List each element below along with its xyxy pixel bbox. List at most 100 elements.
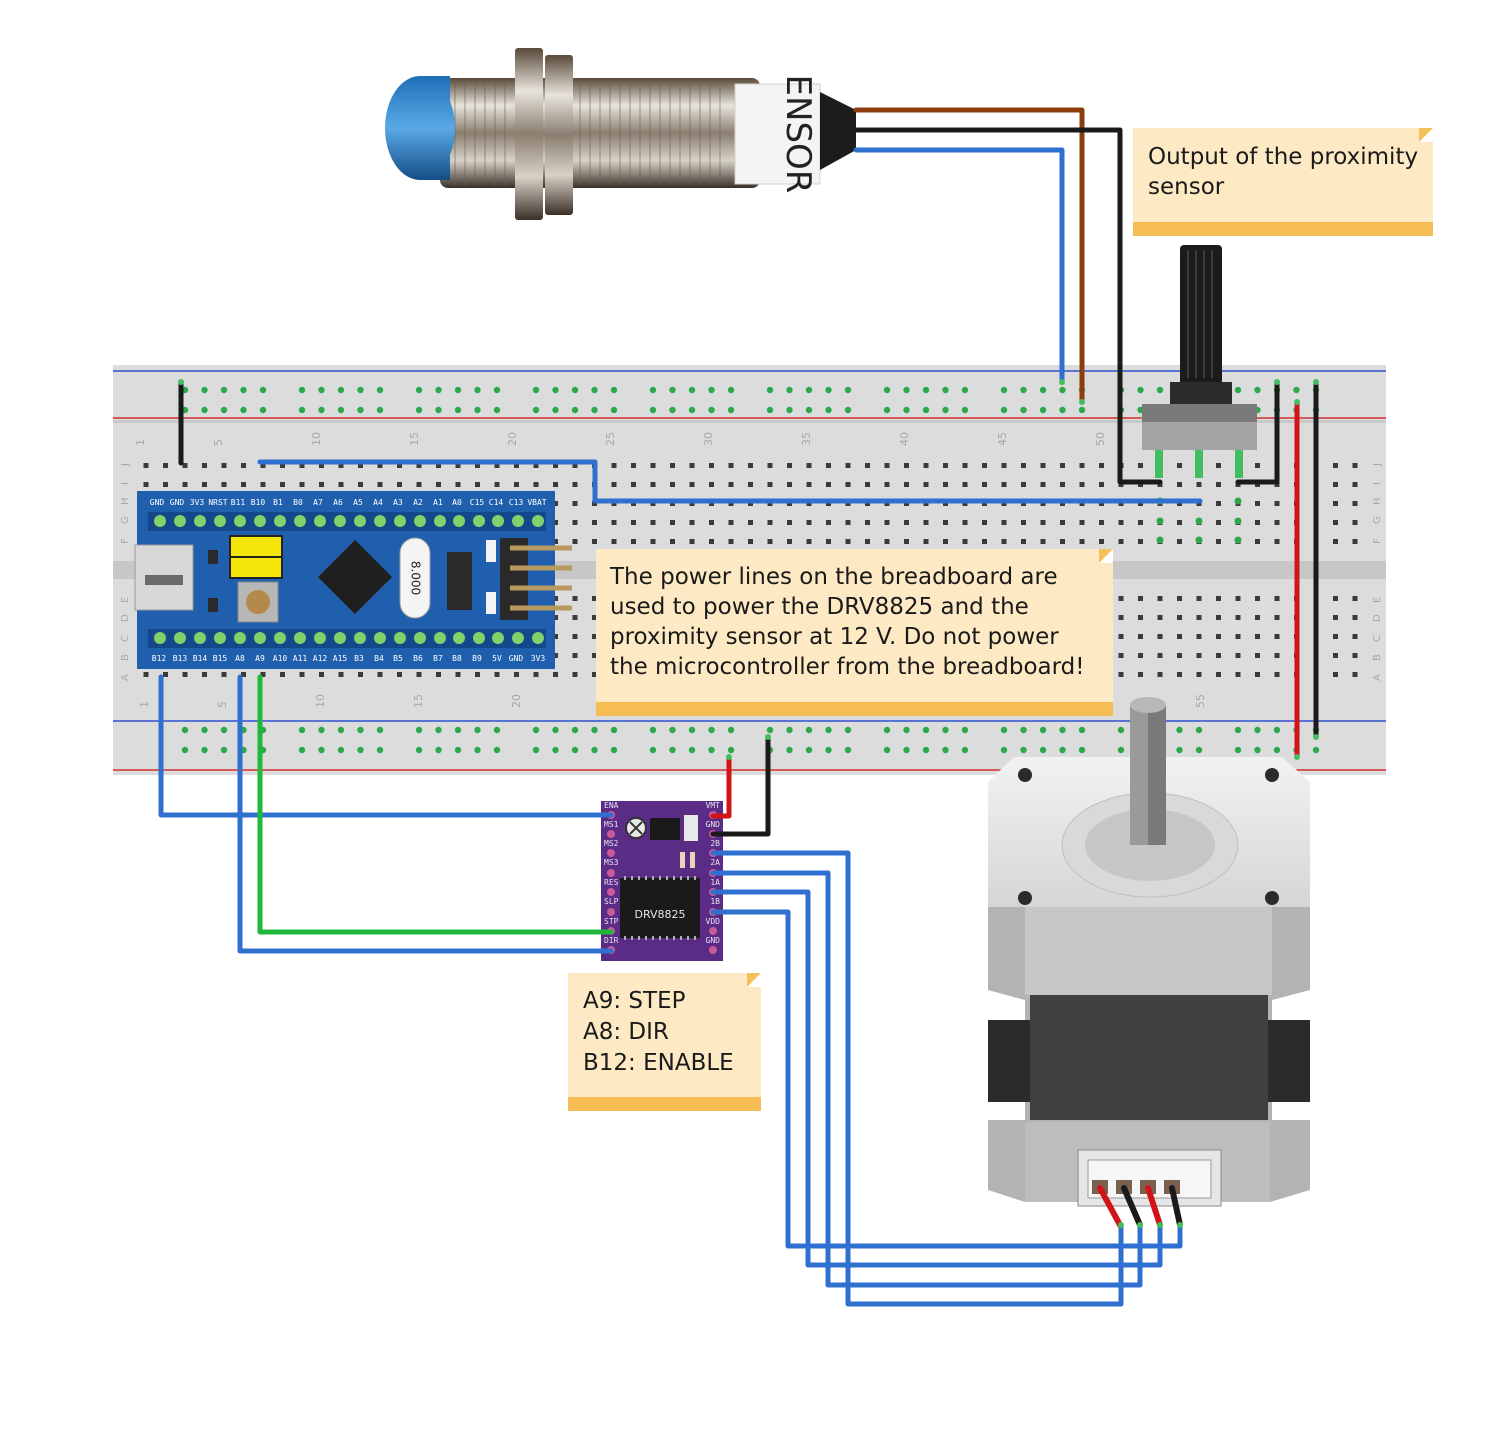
sensor-blue-wire bbox=[853, 147, 1065, 385]
pin-label: GND bbox=[706, 820, 721, 829]
row-letter: H bbox=[1372, 497, 1383, 505]
row-letter: C bbox=[1372, 635, 1383, 642]
crystal-label: 8.000 bbox=[409, 561, 423, 595]
row-letters: J I H G F E D C B A J I H G F E D C B A bbox=[120, 463, 1383, 681]
col-num: 10 bbox=[310, 432, 323, 446]
pin-label: 3V3 bbox=[190, 498, 205, 507]
proximity-sensor: ENSOR bbox=[385, 48, 856, 220]
pin-label: 5V bbox=[492, 654, 502, 663]
row-letter: J bbox=[1372, 463, 1383, 467]
col-num: 1 bbox=[138, 701, 151, 708]
sensor-cable-gland bbox=[820, 92, 856, 170]
driver-chip bbox=[620, 878, 700, 938]
col-num: 10 bbox=[314, 694, 327, 708]
pin-label: A5 bbox=[353, 498, 363, 507]
pin-label: B3 bbox=[354, 654, 364, 663]
crystal bbox=[399, 537, 431, 619]
pin-label: B10 bbox=[251, 498, 266, 507]
pin-label: A12 bbox=[313, 654, 328, 663]
driver-gnd-wire bbox=[710, 734, 771, 837]
col-num: 20 bbox=[506, 432, 519, 446]
pin-label: C14 bbox=[489, 498, 504, 507]
pin-mapping-note-text: A9: STEP A8: DIR B12: ENABLE bbox=[583, 988, 734, 1076]
pin-label: MS3 bbox=[604, 858, 619, 867]
sensor-cap-side bbox=[420, 76, 450, 180]
pin-label: RES bbox=[604, 878, 619, 887]
pin-label: B9 bbox=[472, 654, 482, 663]
pin-label: GND bbox=[170, 498, 185, 507]
mcu-chip bbox=[318, 540, 392, 614]
col-num: 35 bbox=[800, 432, 813, 446]
row-letter: B bbox=[120, 654, 131, 661]
pin-label: 1A bbox=[710, 878, 720, 887]
row-letter: E bbox=[120, 597, 131, 603]
wires bbox=[158, 107, 1319, 1307]
row-letter: G bbox=[1372, 516, 1383, 524]
mcu-bottom-pin-labels: B12 B13 B14 B15 A8 A9 A10 A11 A12 A15 B3… bbox=[152, 654, 546, 663]
pin-label: B12 bbox=[152, 654, 167, 663]
pin-label: B5 bbox=[393, 654, 403, 663]
pin-label: A7 bbox=[313, 498, 323, 507]
row-letter: I bbox=[120, 482, 131, 485]
pin-label: A0 bbox=[452, 498, 462, 507]
pin-label: A15 bbox=[333, 654, 348, 663]
pin-label: A2 bbox=[413, 498, 423, 507]
pin-label: B1 bbox=[273, 498, 283, 507]
coil-wire-2b bbox=[710, 850, 1124, 1307]
sensor-nut-right bbox=[545, 55, 573, 215]
pin-label: MS2 bbox=[604, 839, 619, 848]
pin-label: GND bbox=[706, 936, 721, 945]
pin-label: 3V3 bbox=[531, 654, 546, 663]
row-letter: A bbox=[120, 674, 131, 681]
pin-label: C15 bbox=[470, 498, 485, 507]
pot-signal-wire bbox=[257, 459, 1203, 504]
pin-label: B0 bbox=[293, 498, 303, 507]
sensor-output-note-text: Output of the proximity sensor bbox=[1148, 144, 1419, 200]
pin-mapping-note: A9: STEP A8: DIR B12: ENABLE bbox=[568, 973, 761, 1111]
pin-label: B13 bbox=[173, 654, 188, 663]
col-num: 25 bbox=[604, 432, 617, 446]
sensor-nut-left bbox=[515, 48, 543, 220]
step-wire bbox=[257, 674, 614, 935]
pin-label: MS1 bbox=[604, 820, 619, 829]
col-num: 50 bbox=[1094, 432, 1107, 446]
driver-left-pin-labels: ENA MS1 MS2 MS3 RES SLP STP DIR bbox=[604, 801, 619, 945]
pot-body bbox=[1142, 422, 1257, 450]
pot-knurl bbox=[1187, 250, 1213, 378]
pin-label: 2B bbox=[710, 839, 720, 848]
coil-wire-1b bbox=[710, 909, 1183, 1249]
row-letter: A bbox=[1372, 674, 1383, 681]
pin-label: B4 bbox=[374, 654, 384, 663]
mcu-top-header bbox=[154, 515, 544, 527]
pot-legs bbox=[1155, 450, 1243, 478]
pin-label: STP bbox=[604, 917, 619, 926]
pin-label: A3 bbox=[393, 498, 403, 507]
pot-shaft bbox=[1180, 245, 1222, 385]
dir-wire bbox=[237, 674, 614, 954]
pin-label: C13 bbox=[509, 498, 524, 507]
wire-endpoints bbox=[178, 379, 1319, 1228]
pin-label: SLP bbox=[604, 897, 619, 906]
col-num: 30 bbox=[702, 432, 715, 446]
pin-label: B14 bbox=[193, 654, 208, 663]
row-letter: J bbox=[120, 463, 131, 467]
pin-label: A6 bbox=[333, 498, 343, 507]
pin-label: DIR bbox=[604, 936, 619, 945]
potentiometer bbox=[1142, 245, 1257, 478]
pin-label: VMT bbox=[706, 801, 721, 810]
pin-label: A9 bbox=[255, 654, 265, 663]
row-letter: D bbox=[1372, 614, 1383, 622]
col-num: 15 bbox=[408, 432, 421, 446]
row-letter: H bbox=[120, 497, 131, 505]
sensor-brown-wire bbox=[853, 107, 1085, 405]
motor-lead-red-2 bbox=[1145, 1185, 1163, 1228]
col-num: 15 bbox=[412, 694, 425, 708]
pin-label: GND bbox=[150, 498, 165, 507]
pin-label: NRST bbox=[208, 498, 227, 507]
col-num: 45 bbox=[996, 432, 1009, 446]
pin-label: A1 bbox=[433, 498, 443, 507]
pin-label: B11 bbox=[231, 498, 246, 507]
col-num: 5 bbox=[216, 701, 229, 708]
power-lines-note-text: The power lines on the breadboard are us… bbox=[610, 564, 1085, 680]
pin-label: ENA bbox=[604, 801, 619, 810]
